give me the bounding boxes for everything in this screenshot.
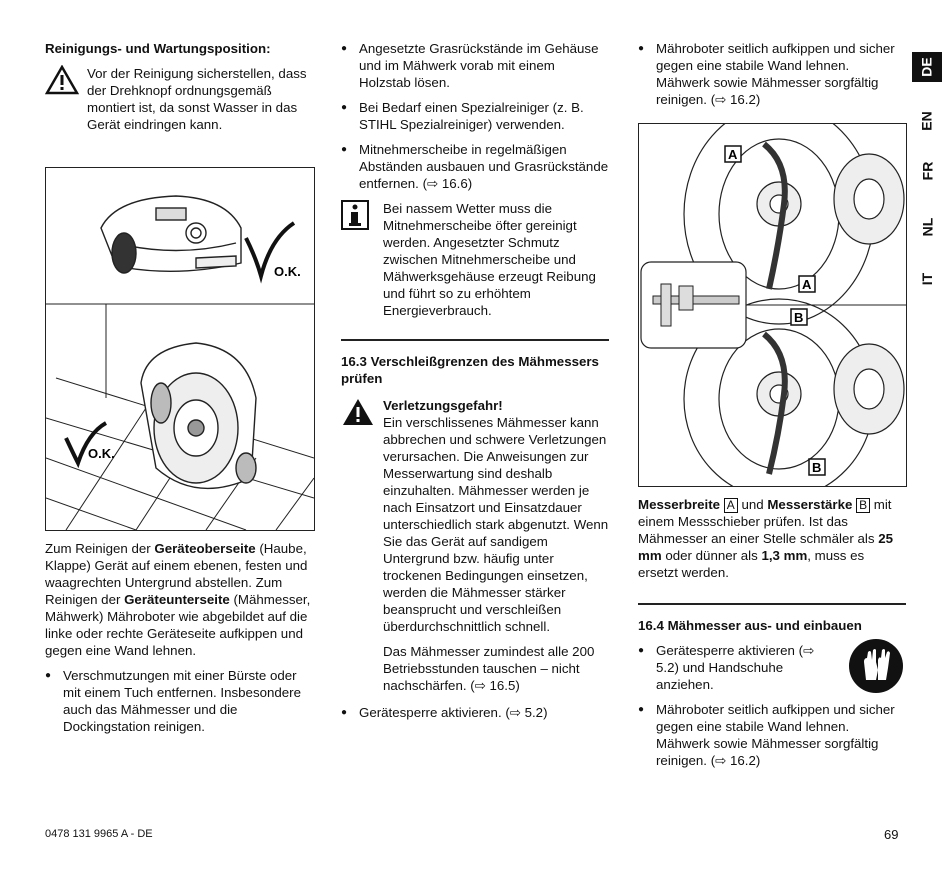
blade-bottom-drawing [683,298,905,500]
column-1: Reinigungs- und Wartungsposition: Vor de… [45,40,315,143]
bullet-special-cleaner: Bei Bedarf einen Spezialreiniger (z. B. … [341,99,609,133]
danger-text-2: Das Mähmesser zumindest alle 200 Betrieb… [383,644,595,693]
blade-caption: Messerbreite A und Messerstärke B mit ei… [638,497,893,580]
gloves-block: Gerätesperre aktivieren (⇨ 5.2) und Hand… [638,639,906,693]
bullet-tilt-robot: Mähroboter seitlich aufkippen und sicher… [638,40,906,108]
section-rule [341,339,609,341]
info-text: Bei nassem Wetter muss die Mitnehmersche… [383,201,596,318]
blade-labels: A A B B [724,145,826,476]
column-2: Angesetzte Grasrückstände im Gehäuse und… [341,40,609,729]
info-block: Bei nassem Wetter muss die Mitnehmersche… [341,200,609,319]
warning-icon [45,65,79,95]
section-16-3-title: 16.3 Verschleißgrenzen des Mähmessers pr… [341,354,599,386]
label-b-1: B [794,310,803,325]
section-rule-2 [638,603,906,605]
page-number: 69 [884,827,899,842]
gloves-icon [849,639,903,693]
label-b-2: B [812,460,821,475]
ok-label-bottom: O.K. [88,446,115,461]
danger-title: Verletzungsgefahr! [383,398,503,413]
column-1-text: Zum Reinigen der Geräteoberseite (Haube,… [45,540,315,743]
document-code: 0478 131 9965 A - DE [45,828,153,840]
danger-block: Verletzungsgefahr! Ein verschlissenes Mä… [341,397,609,694]
danger-icon [343,399,373,425]
tab-en[interactable]: EN [918,111,935,131]
bullet-dirt-removal: Verschmutzungen mit einer Bürste oder mi… [45,667,315,735]
heading-cleaning-position: Reinigungs- und Wartungsposition: [45,41,271,56]
ok-label-top: O.K. [274,264,301,279]
danger-text: Ein verschlissenes Mähmesser kann abbrec… [383,415,609,634]
cleaning-paragraph: Zum Reinigen der Geräteoberseite (Haube,… [45,541,311,658]
tab-it[interactable]: IT [918,272,935,286]
warning-text: Vor der Reinigung sicherstellen, dass de… [87,66,307,132]
robot-underside-view [140,342,257,490]
bullet-drive-disc: Mitnehmerscheibe in regelmäßigen Abständ… [341,141,609,192]
blade-illustration: A A B B [640,103,906,500]
caliper-inset [640,261,747,349]
info-icon [341,200,369,230]
check-mark-top [244,221,296,284]
column-3: Mähroboter seitlich aufkippen und sicher… [638,40,906,116]
tab-fr[interactable]: FR [918,161,935,181]
bullet-lock-gloves: Gerätesperre aktivieren (⇨ 5.2) und Hand… [638,642,816,693]
column-3-lower: Messerbreite A und Messerstärke B mit ei… [638,496,906,777]
bullet-grass-residue: Angesetzte Grasrückstände im Gehäuse und… [341,40,609,91]
label-a-1: A [728,147,738,162]
robot-top-view [100,195,242,274]
label-a-2: A [802,277,812,292]
section-16-4-title: 16.4 Mähmesser aus- und einbauen [638,618,862,633]
warning-block: Vor der Reinigung sicherstellen, dass de… [45,65,315,133]
figure-blade-measurement: A A B B [638,103,907,500]
robot-illustration: O.K. O.K. [45,195,315,531]
bullet-tilt-clean: Mähroboter seitlich aufkippen und sicher… [638,701,906,769]
figure-cleaning-positions: O.K. O.K. [45,167,315,531]
bullet-device-lock: Gerätesperre aktivieren. (⇨ 5.2) [341,704,609,721]
tab-nl[interactable]: NL [918,217,935,237]
check-mark-bottom [64,421,108,469]
tab-de[interactable]: DE [912,52,942,82]
